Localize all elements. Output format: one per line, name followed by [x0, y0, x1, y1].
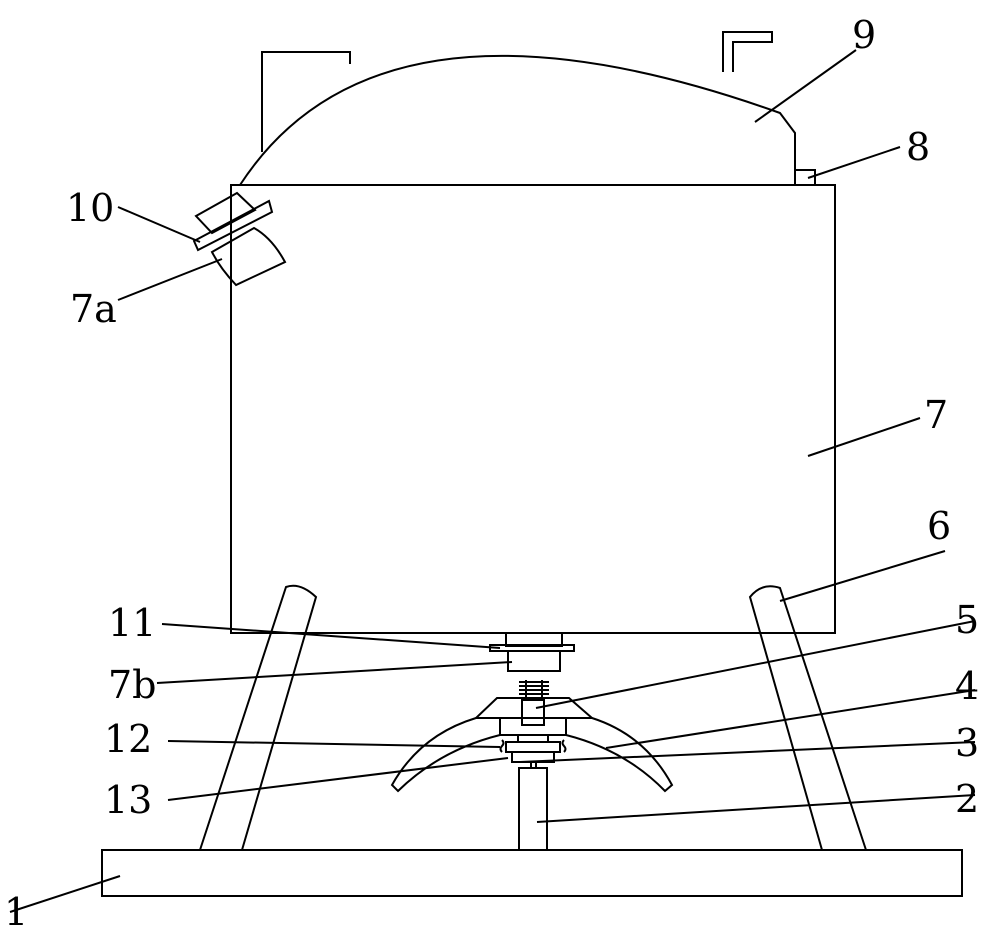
leader-7	[808, 418, 920, 456]
leader-7b	[157, 662, 512, 683]
tank-body	[231, 185, 835, 633]
leader-3	[520, 742, 975, 762]
leader-11	[162, 624, 500, 648]
label-6: 6	[927, 504, 951, 548]
leader-13	[168, 758, 508, 800]
label-3: 3	[955, 721, 979, 765]
leader-12	[168, 741, 500, 747]
label-5: 5	[955, 598, 979, 642]
leader-10	[118, 207, 200, 242]
leader-6	[780, 551, 945, 601]
label-9: 9	[852, 13, 876, 57]
label-10: 10	[66, 186, 114, 230]
dome-lid	[240, 32, 795, 185]
leader-7a	[118, 259, 222, 300]
spring-shaft-rod	[522, 700, 544, 725]
support-column	[519, 762, 547, 850]
leader-5	[536, 621, 975, 708]
label-7a: 7a	[70, 287, 117, 331]
label-4: 4	[955, 664, 979, 708]
support-leg-left	[200, 586, 316, 850]
support-leg-right	[750, 586, 866, 850]
part-numbers: 1 2 3 4 5 6 7 8 9 10 11 12 13 7a 7b	[4, 13, 979, 934]
label-8: 8	[906, 125, 930, 169]
label-7b: 7b	[108, 663, 157, 707]
label-7: 7	[924, 393, 948, 437]
base-plate	[102, 850, 962, 896]
coupling-assembly	[501, 735, 566, 762]
label-12: 12	[104, 717, 152, 761]
label-11: 11	[108, 601, 156, 645]
coupling-plate	[506, 742, 560, 752]
leader-8	[808, 147, 900, 178]
label-13: 13	[104, 778, 152, 822]
inlet-nozzle	[194, 193, 285, 285]
bottom-outlet	[490, 633, 574, 671]
leader-lines	[10, 50, 975, 912]
funnel-collar	[500, 718, 566, 735]
support-column-body	[519, 768, 547, 850]
label-1: 1	[4, 890, 28, 934]
funnel-arm-left	[392, 718, 500, 791]
leader-9	[755, 50, 856, 122]
leader-2	[537, 795, 975, 822]
coupling-nut	[518, 735, 548, 742]
outlet-body	[508, 651, 560, 671]
funnel-arm-right	[566, 718, 672, 791]
label-2: 2	[955, 777, 979, 821]
